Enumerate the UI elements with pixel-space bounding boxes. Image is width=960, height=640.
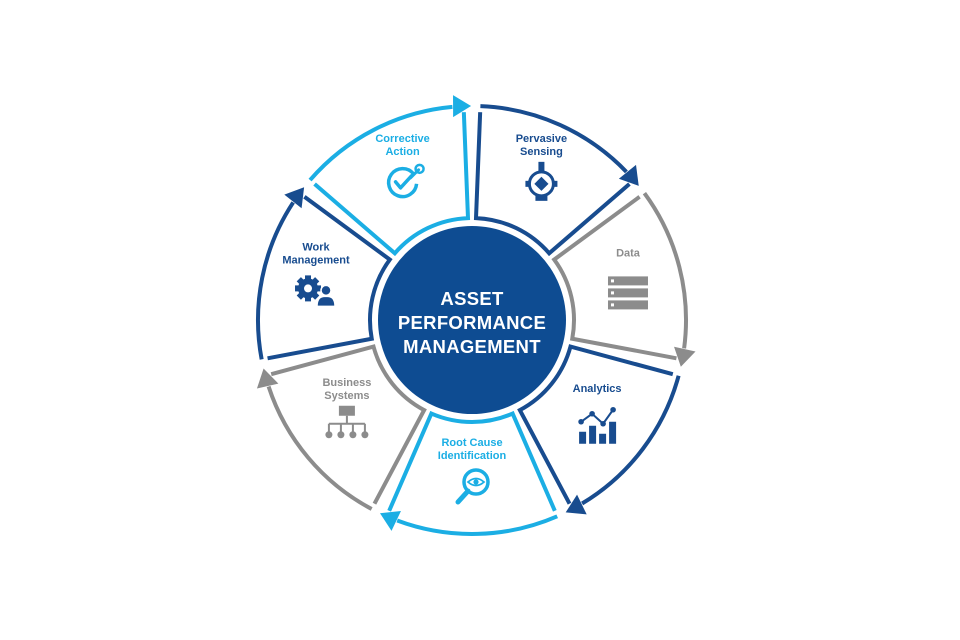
arrowhead-data (674, 346, 696, 367)
cycle-segments (256, 95, 696, 536)
center-title-line-3: MANAGEMENT (403, 336, 541, 357)
stage-label-work-management-line-2: Management (282, 254, 350, 266)
stage-label-corrective-action-line-2: Action (385, 146, 420, 158)
bar-line-chart-icon (578, 406, 617, 444)
center-circle (378, 226, 566, 414)
outer-arc-data (642, 192, 688, 349)
sensor-transmitter-icon (525, 161, 558, 201)
segment-root-cause-identification (387, 410, 557, 512)
server-stack-icon (607, 276, 648, 310)
stage-label-business-systems-line-2: Systems (324, 390, 369, 402)
center-hub: ASSET PERFORMANCE MANAGEMENT (378, 226, 566, 414)
outer-arc-corrective-action (308, 104, 453, 182)
outer-arc-root-cause-identification (396, 514, 559, 536)
stage-label-pervasive-sensing-line-2: Sensing (520, 146, 563, 158)
stage-icons (295, 161, 648, 505)
segment-pervasive-sensing (473, 112, 631, 257)
arrowhead-analytics (565, 494, 587, 515)
arrowhead-pervasive-sensing (618, 164, 639, 186)
outer-arc-work-management (256, 201, 295, 360)
stage-label-data-line-1: Data (616, 247, 641, 259)
stage-label-root-cause-identification-line-2: Identification (438, 450, 507, 462)
outer-arc-business-systems (266, 385, 373, 511)
stage-label-work-management-line-1: Work (302, 241, 330, 253)
arrowhead-business-systems (256, 368, 279, 389)
stage-label-business-systems-line-1: Business (322, 377, 371, 389)
outer-arc-pervasive-sensing (480, 104, 628, 174)
check-wrench-icon (386, 163, 425, 199)
segment-analytics (517, 344, 674, 505)
magnifier-eye-icon (455, 468, 490, 505)
segment-corrective-action (313, 112, 471, 257)
segment-data (551, 195, 677, 361)
center-title-line-1: ASSET (440, 288, 504, 309)
stage-label-pervasive-sensing-line-1: Pervasive (516, 133, 567, 145)
arrowhead-root-cause-identification (379, 511, 401, 531)
stage-label-analytics-line-1: Analytics (573, 383, 622, 395)
arrowhead-corrective-action (453, 95, 472, 118)
org-hierarchy-icon (325, 405, 369, 439)
outer-arc-analytics (581, 375, 681, 506)
segment-work-management (267, 195, 393, 361)
stage-label-root-cause-identification-line-1: Root Cause (441, 437, 502, 449)
center-title-line-2: PERFORMANCE (398, 312, 546, 333)
arrowhead-work-management (284, 187, 305, 209)
stage-label-corrective-action-line-1: Corrective (375, 133, 429, 145)
segment-business-systems (270, 344, 427, 505)
gear-person-icon (295, 275, 336, 308)
